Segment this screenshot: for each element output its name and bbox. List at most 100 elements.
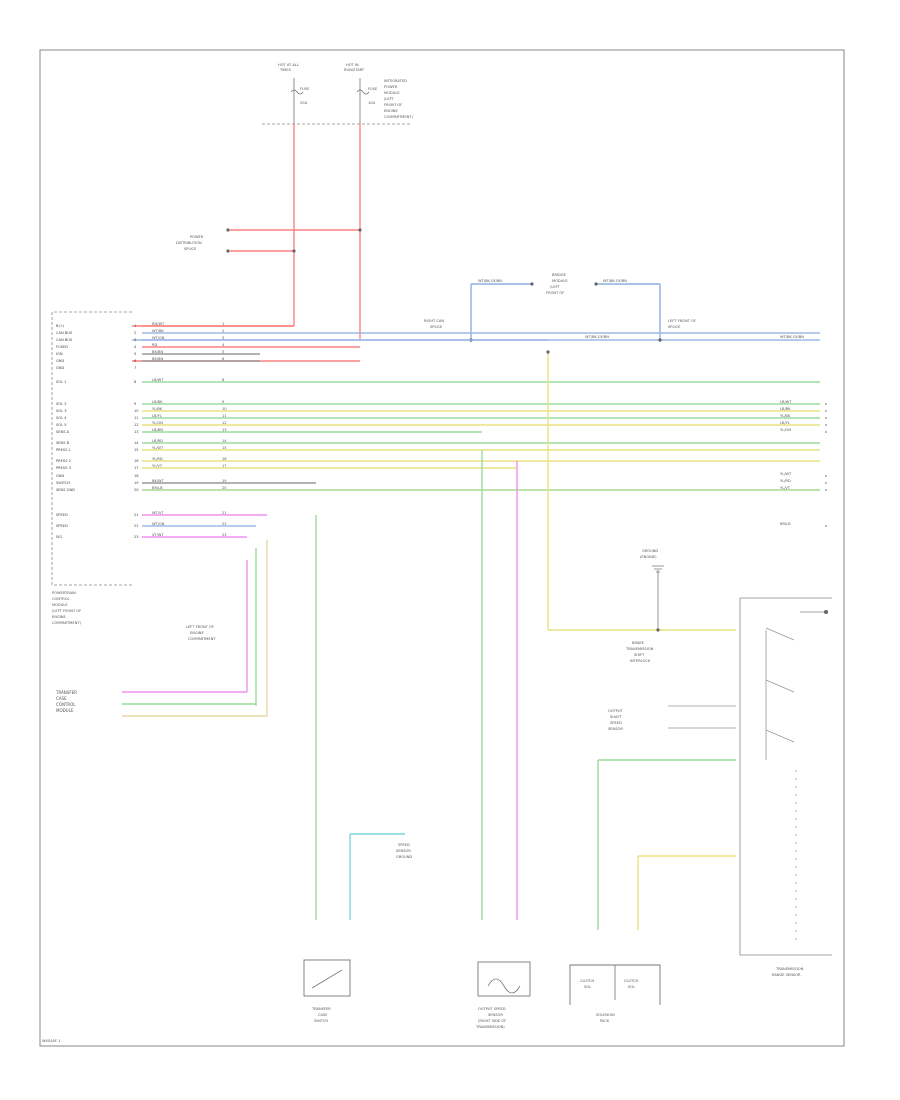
pcm-pin-name: SOL 5 bbox=[56, 423, 67, 427]
pcm-pin-name: PRESS 2 bbox=[56, 459, 71, 463]
pcm-pin-number: 7 bbox=[134, 366, 136, 370]
can-left-wire: WT/BK-GY/BN bbox=[478, 279, 502, 283]
right-output-terminal bbox=[825, 410, 827, 412]
svg-text:TRANSMISSION: TRANSMISSION bbox=[625, 647, 654, 651]
pcm-pin-name: SENS GND bbox=[56, 488, 75, 492]
wire-circuit-label: 2 bbox=[222, 329, 224, 333]
drop-wires bbox=[246, 350, 736, 930]
pcm-pin-number: 9 bbox=[134, 402, 137, 406]
wire-circuit-label: 13 bbox=[222, 428, 227, 432]
svg-text:FRONT OF: FRONT OF bbox=[384, 103, 402, 107]
pcm-pin-name: CAN BUS bbox=[56, 338, 73, 342]
pcm-pin-name: SENS A bbox=[56, 430, 70, 434]
pcm-pin-number: 14 bbox=[134, 441, 139, 445]
right-output-wire-label: YL/VT bbox=[780, 486, 791, 490]
svg-text:MODULE: MODULE bbox=[384, 91, 400, 95]
pcm-pin-name: SWITCH bbox=[56, 481, 70, 485]
svg-text:ENGINE: ENGINE bbox=[52, 615, 66, 619]
svg-text:(LEFT: (LEFT bbox=[384, 97, 395, 101]
pcm-pin-name: SOL 4 bbox=[56, 416, 67, 420]
svg-text:CASE: CASE bbox=[318, 1013, 328, 1017]
wire-circuit-label: 21 bbox=[222, 511, 227, 515]
pcm-pin-name: FUSED bbox=[56, 345, 68, 349]
svg-text:SPLICE: SPLICE bbox=[430, 325, 443, 329]
wire-color-label: WT/VT bbox=[152, 511, 164, 515]
right-output-wire-label: YL/GN bbox=[780, 428, 791, 432]
svg-text:CLUTCH: CLUTCH bbox=[624, 979, 638, 983]
right-output-wire-label: LB/BK bbox=[780, 407, 791, 411]
pcm-pin-name: SIG bbox=[56, 535, 62, 539]
wire-color-label: YL/VT bbox=[152, 464, 163, 468]
fuse-block: HOT AT ALL TIMES FUSE 20A HOT IN RUN/STA… bbox=[262, 63, 414, 125]
svg-text:POWER: POWER bbox=[190, 235, 204, 239]
wire-color-label: BK/BN bbox=[152, 350, 163, 354]
wire-circuit-label: 17 bbox=[222, 464, 227, 468]
wire-color-label: VT/WT bbox=[152, 533, 164, 537]
svg-text:SHAFT: SHAFT bbox=[610, 715, 622, 719]
ground-engine: GROUND (ENGINE) bbox=[640, 549, 664, 573]
pcm-pin-name: B(+) bbox=[56, 324, 65, 328]
pcm-pin-number: 18 bbox=[134, 474, 139, 478]
right-output-terminal bbox=[825, 475, 827, 477]
svg-text:SENSOR: SENSOR bbox=[488, 1013, 503, 1017]
right-output-wire-label: YL/WT bbox=[780, 472, 792, 476]
svg-text:RIGHT CAN: RIGHT CAN bbox=[424, 319, 444, 323]
right-output-wire-label: YL/RD bbox=[780, 479, 791, 483]
wire-color-label: LB/BK bbox=[152, 400, 163, 404]
wire-circuit-label: 11 bbox=[222, 414, 227, 418]
fuse-left-title2: TIMES bbox=[279, 68, 292, 72]
fuse-right-title2: RUN/START bbox=[344, 68, 365, 72]
svg-text:BRIDGE: BRIDGE bbox=[552, 273, 567, 277]
wire-circuit-label: 3 bbox=[222, 336, 224, 340]
can-bus: WT/BK-GY/BN WT/BK-GY/BN WT/BK-GY/BN WT/B… bbox=[132, 273, 820, 342]
figure-code: W4SA5F-1 bbox=[42, 1039, 61, 1043]
can-right-wire: WT/BK-GY/BN bbox=[603, 279, 627, 283]
wire-color-label: YL/GN bbox=[152, 421, 163, 425]
wire-circuit-label: 9 bbox=[222, 400, 225, 404]
wire-color-label: LB/YL bbox=[152, 414, 162, 418]
svg-text:(LEFT FRONT OF: (LEFT FRONT OF bbox=[52, 609, 81, 613]
svg-text:GROUND: GROUND bbox=[396, 855, 412, 859]
right-output-wire-label: BR/LB bbox=[780, 522, 791, 526]
pcm-pin-number: 22 bbox=[134, 524, 139, 528]
pcm-pin-number: 19 bbox=[134, 481, 139, 485]
pcm-pin-name: PRESS 1 bbox=[56, 448, 71, 452]
wire-color-label: RD bbox=[152, 343, 157, 347]
svg-text:SWITCH: SWITCH bbox=[314, 1019, 328, 1023]
pcm-pin-name: GND bbox=[56, 359, 64, 363]
svg-text:SOL: SOL bbox=[628, 985, 635, 989]
wire-circuit-label: 15 bbox=[222, 446, 227, 450]
svg-text:RANGE SENSOR: RANGE SENSOR bbox=[772, 973, 801, 977]
svg-text:SPLICE: SPLICE bbox=[668, 325, 681, 329]
svg-text:PACK: PACK bbox=[600, 1019, 610, 1023]
output-speed-sensor: OUTPUT SPEED SENSOR (RIGHT SIDE OF TRANS… bbox=[475, 961, 531, 1029]
can-left-splice-label: RIGHT CAN SPLICE bbox=[424, 319, 444, 329]
wire-color-label: LB/WT bbox=[152, 378, 164, 382]
svg-text:MODULE: MODULE bbox=[52, 603, 68, 607]
svg-text:POWERTRAIN: POWERTRAIN bbox=[52, 591, 76, 595]
pcm-pin-name: SENS B bbox=[56, 441, 70, 445]
right-output-labels: LB/WTLB/BKYL/BKLB/YLYL/GNYL/WTYL/RDYL/VT… bbox=[780, 400, 827, 527]
right-output-terminal bbox=[825, 431, 827, 433]
wire-color-label: WT/BK bbox=[152, 329, 164, 333]
svg-text:TRANSMISSION): TRANSMISSION) bbox=[475, 1025, 505, 1029]
svg-text:SHIFT: SHIFT bbox=[634, 653, 645, 657]
svg-text:CONTROL: CONTROL bbox=[52, 597, 70, 601]
svg-text:SOL: SOL bbox=[584, 985, 591, 989]
wire-color-label: LB/RD bbox=[152, 439, 163, 443]
svg-text:CONTROL: CONTROL bbox=[56, 702, 76, 707]
right-output-wire-label: LB/YL bbox=[780, 421, 790, 425]
wire-color-label: WT/GN bbox=[152, 336, 165, 340]
svg-text:(LEFT: (LEFT bbox=[550, 285, 561, 289]
wire-circuit-label: 14 bbox=[222, 439, 227, 443]
wire-circuit-label: 4 bbox=[222, 343, 225, 347]
pcm-pin-number: 2 bbox=[134, 331, 136, 335]
svg-text:INTERLOCK: INTERLOCK bbox=[630, 659, 651, 663]
fuse-left-title: HOT AT ALL bbox=[278, 63, 299, 67]
svg-text:SENSOR: SENSOR bbox=[608, 727, 623, 731]
wire-color-label: BK/BN bbox=[152, 357, 163, 361]
pcm-pin-number: 11 bbox=[134, 416, 139, 420]
svg-text:CASE: CASE bbox=[56, 696, 67, 701]
